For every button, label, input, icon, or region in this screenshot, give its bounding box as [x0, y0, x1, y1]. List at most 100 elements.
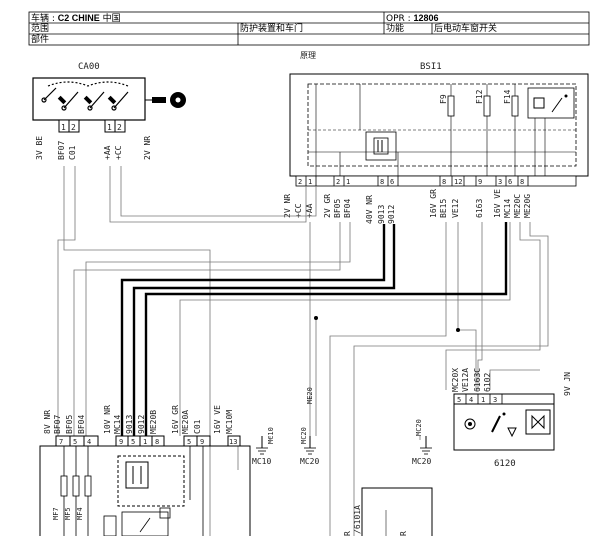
- function-label: 功能: [386, 24, 405, 34]
- lm-wire: 9013: [125, 415, 134, 434]
- lm-wire: BF04: [77, 415, 86, 434]
- module-6120: 5 4 1 3 6120 MC20X VE12A 6163C 6102 9V J…: [451, 368, 572, 469]
- lm-wire: MC10M: [225, 410, 234, 434]
- svg-text:MC20: MC20: [412, 457, 431, 466]
- bsi1-wire: ME20G: [523, 194, 532, 218]
- lm-pin: 8: [155, 438, 159, 446]
- bottom-partial: R: [399, 531, 408, 536]
- ca00-connector: 1 2 1 2 3V BE BF07 C01 +AA +CC 2V NR: [35, 119, 152, 160]
- part-label: 部件: [31, 35, 50, 45]
- lm-wire: ME20B: [149, 410, 158, 434]
- thin-wires: [57, 166, 549, 536]
- bsi1-pin: 2: [298, 178, 302, 186]
- vehicle-value: C2 CHINE: [57, 13, 100, 23]
- lm-fuse: MF5: [64, 507, 72, 520]
- bsi1-wire-spec: 2V NR: [283, 194, 292, 218]
- bsi1-wire: BF05: [333, 199, 342, 218]
- ca00-pin: 2: [71, 123, 76, 132]
- bottom-partial-block: /6101A R R: [343, 487, 433, 536]
- ca00-pin: 1: [107, 123, 112, 132]
- ground-mc20-b: MC20 MC20: [412, 419, 432, 466]
- bsi1-label: BSI1: [420, 62, 442, 72]
- ca00-wire: C01: [68, 145, 77, 160]
- ca00-wire: +CC: [114, 145, 123, 160]
- lm-pin: 4: [87, 438, 91, 446]
- lm-wire: BF05: [65, 415, 74, 434]
- ca00-wire: BF07: [57, 141, 66, 160]
- bsi1-wire: 9013: [377, 205, 386, 224]
- m6120-pin: 1: [481, 396, 485, 404]
- bottom-partial: R: [343, 531, 352, 536]
- bsi1-wire: 9012: [387, 205, 396, 224]
- lm-fuse: MF7: [52, 507, 60, 520]
- bsi1-connector-strip: 2 1 2 1 8 6 8 12 9 3 6 8: [295, 175, 577, 187]
- lm-fuse: MF4: [76, 507, 84, 520]
- opr-label: OPR : 12806: [386, 13, 439, 24]
- bsi1-pin: 9: [478, 178, 482, 186]
- bsi1-pin: 1: [308, 178, 312, 186]
- lm-pin: 13: [229, 438, 237, 446]
- lm-wire: C01: [193, 419, 202, 434]
- m6120-wire: VE12A: [461, 368, 470, 392]
- lower-module: 7 5 4 9 5 1 8 5 9 13 MF7 MF5 MF4: [39, 435, 251, 536]
- header-table: [28, 11, 590, 46]
- lm-pin: 5: [73, 438, 77, 446]
- bsi1-pin: 2: [336, 178, 340, 186]
- bsi1-pin: 12: [454, 178, 462, 186]
- ca00-pin: 2: [117, 123, 122, 132]
- lm-pin: 5: [131, 438, 135, 446]
- bsi1-wire: MC14: [503, 199, 512, 218]
- bsi1-pin: 8: [442, 178, 446, 186]
- ca00-connector-spec: 3V BE: [35, 136, 44, 160]
- scope-value: 防护装置和车门: [240, 24, 304, 34]
- vehicle-label: 车辆 : C2 CHINE 中国: [31, 13, 121, 24]
- m6120-pin: 4: [469, 396, 473, 404]
- ground-wire: ME20: [306, 387, 314, 404]
- lm-wire-spec: 16V GR: [171, 405, 180, 434]
- m6120-pin: 3: [493, 396, 497, 404]
- svg-text:MC10: MC10: [252, 457, 271, 466]
- m6120-wire: 6102: [483, 373, 492, 392]
- bsi1-pin: 6: [508, 178, 512, 186]
- bsi1-wire-spec: 16V GR: [429, 189, 438, 218]
- ca00-block: [32, 77, 186, 121]
- lm-wire: BF07: [53, 415, 62, 434]
- lm-wire: MC14: [113, 415, 122, 434]
- section-title: 原理: [300, 51, 316, 60]
- ground-wire: MC20: [415, 419, 423, 436]
- bsi1-fuse: F12: [475, 89, 484, 104]
- ground-wire: MC20: [300, 427, 308, 444]
- lm-wire-spec: 8V NR: [43, 410, 52, 434]
- bsi1-wire-spec: 16V VE: [493, 189, 502, 218]
- bsi1-wire: +CC: [294, 203, 303, 218]
- ca00-label: CA00: [78, 62, 100, 72]
- m6120-wire: MC20X: [451, 368, 460, 392]
- ground-wire: MC10: [267, 427, 275, 444]
- bsi1-fuse: F9: [439, 94, 448, 104]
- bsi1-wire: VE12: [451, 199, 460, 218]
- bsi1-pin: 1: [346, 178, 350, 186]
- bsi1-wire: BF04: [343, 199, 352, 218]
- bottom-wire: /6101A: [353, 505, 362, 534]
- bsi1-wire: ME20C: [513, 194, 522, 218]
- module-6120-label: 6120: [494, 459, 516, 469]
- m6120-wire: 6163C: [473, 368, 482, 392]
- bsi1-wire-spec: 2V GR: [323, 194, 332, 218]
- bsi1-pin: 6: [390, 178, 394, 186]
- bsi1-wire: BE15: [439, 199, 448, 218]
- ca00-pin: 1: [61, 123, 66, 132]
- function-value: 后电动车窗开关: [434, 24, 498, 34]
- lm-wire: 9012: [137, 415, 146, 434]
- ignition-key-icon: [145, 92, 186, 108]
- lm-wire-spec: 16V VE: [213, 405, 222, 434]
- lm-pin: 9: [200, 438, 204, 446]
- lm-wire-spec: 10V NR: [103, 405, 112, 434]
- lm-pin: 5: [187, 438, 191, 446]
- opr-value: 12806: [413, 13, 439, 23]
- vehicle-suffix: 中国: [102, 14, 121, 24]
- lm-wire: ME20A: [181, 410, 190, 434]
- bsi1-wire: +AA: [305, 203, 314, 218]
- ground-mc20-a: MC20 MC20 ME20: [300, 387, 319, 466]
- scope-label: 范围: [31, 24, 50, 34]
